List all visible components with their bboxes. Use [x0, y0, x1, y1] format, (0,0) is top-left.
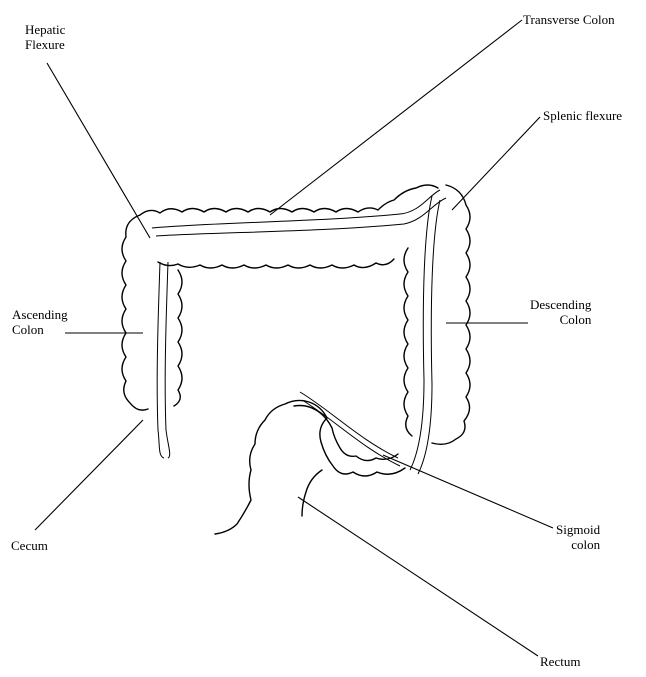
- label-descending-colon: Descending Colon: [530, 297, 591, 327]
- label-ascending-colon-line1: Ascending: [12, 307, 68, 322]
- leader-splenic-flexure: [452, 117, 540, 210]
- label-hepatic-flexure-line1: Hepatic: [25, 22, 65, 37]
- leader-hepatic-flexure: [47, 63, 150, 238]
- label-splenic-flexure-text: Splenic flexure: [543, 108, 622, 123]
- label-cecum-text: Cecum: [11, 538, 48, 553]
- label-sigmoid-colon-line2: colon: [556, 537, 600, 552]
- leader-rectum: [298, 497, 538, 656]
- label-splenic-flexure: Splenic flexure: [543, 108, 622, 123]
- leader-cecum: [35, 420, 143, 530]
- label-ascending-colon: Ascending Colon: [12, 307, 68, 337]
- label-cecum: Cecum: [11, 538, 48, 553]
- label-sigmoid-colon: Sigmoid colon: [556, 522, 600, 552]
- leader-sigmoid-colon: [383, 455, 553, 528]
- label-rectum: Rectum: [540, 654, 580, 669]
- label-transverse-colon: Transverse Colon: [523, 12, 615, 27]
- label-hepatic-flexure-line2: Flexure: [25, 37, 65, 52]
- leader-transverse-colon: [270, 20, 522, 215]
- sigmoid-rectum-shape: [215, 392, 405, 534]
- label-descending-colon-line2: Colon: [530, 312, 591, 327]
- label-hepatic-flexure: Hepatic Flexure: [25, 22, 65, 52]
- label-sigmoid-colon-line1: Sigmoid: [556, 522, 600, 537]
- label-transverse-colon-text: Transverse Colon: [523, 12, 615, 27]
- label-rectum-text: Rectum: [540, 654, 580, 669]
- descending-colon-shape: [404, 185, 470, 474]
- label-descending-colon-line1: Descending: [530, 297, 591, 312]
- ascending-colon-shape: [122, 215, 182, 458]
- label-ascending-colon-line2: Colon: [12, 322, 68, 337]
